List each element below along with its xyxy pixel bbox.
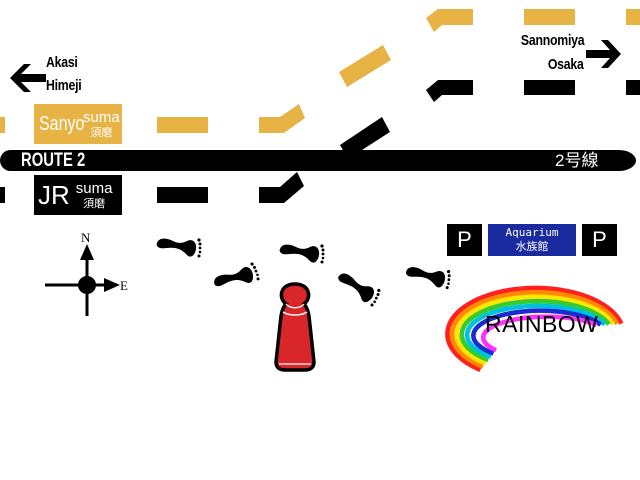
rainbow-band	[471, 308, 603, 356]
jr-rail-segment	[340, 117, 390, 159]
route-label-jp: 2号線	[555, 151, 599, 170]
station-name-jp: 須磨	[90, 126, 113, 139]
rainbow-band	[464, 303, 607, 359]
sanyo-rail-segment	[524, 9, 575, 25]
sanyo-rail-segment	[0, 117, 5, 133]
station-name-en: suma	[83, 108, 120, 126]
aquarium-name-en: Aquarium	[505, 226, 559, 239]
footprint-icon	[212, 261, 261, 297]
jr-rail-segment	[157, 187, 208, 203]
jr-station-name: suma 須磨	[76, 181, 113, 210]
sanyo-station-name: suma 須磨	[83, 110, 120, 139]
direction-west-line2: Himeji	[46, 77, 82, 94]
compass-icon	[45, 244, 120, 316]
route-label-en: ROUTE 2	[21, 150, 86, 171]
sanyo-rail-segment	[157, 117, 208, 133]
direction-east-line1: Sannomiya	[520, 32, 585, 49]
jr-railway	[0, 80, 640, 203]
parking-sign-left[interactable]: P	[447, 224, 482, 256]
jr-rail-segment	[626, 80, 640, 95]
rainbow-band	[480, 314, 598, 353]
compass-east-label: E	[120, 278, 128, 293]
route-2-road	[0, 150, 636, 171]
jr-suma-station-sign[interactable]: JR suma 須磨	[34, 175, 122, 215]
jr-rail-segment	[426, 80, 473, 102]
sanyo-rail-segment	[426, 9, 473, 32]
jr-rail-segment	[524, 80, 575, 95]
arrow-right-icon	[586, 40, 621, 68]
sanyo-suma-station-sign[interactable]: Sanyo suma 須磨	[34, 104, 122, 144]
rainbow-icon	[445, 285, 624, 373]
sanyo-rail-segment	[259, 104, 305, 133]
aquarium-sign[interactable]: Aquarium 水族館	[488, 224, 576, 256]
aquarium-name-jp: 水族館	[515, 241, 549, 253]
jr-rail-segment	[259, 172, 304, 203]
rainbow-landmark-label: RAINBOW	[485, 311, 599, 337]
parking-sign-right[interactable]: P	[582, 224, 617, 256]
sanyo-railway	[0, 9, 640, 133]
jr-rail-segment	[0, 187, 5, 203]
sanyo-rail-segment	[626, 9, 640, 25]
jr-line-label: JR	[38, 180, 70, 210]
compass-north-label: N	[81, 230, 91, 245]
arrow-left-icon	[10, 64, 46, 92]
station-name-en: suma	[75, 179, 113, 197]
sanyo-rail-segment	[339, 45, 391, 87]
rainbow-band	[459, 298, 611, 363]
footprint-icon	[279, 244, 325, 264]
rainbow-band	[445, 285, 624, 373]
direction-east-line2: Osaka	[548, 56, 584, 73]
footprint-icon	[332, 271, 382, 308]
rainbow-band	[454, 294, 615, 366]
footprint-icon	[156, 238, 202, 258]
rainbow-band	[449, 290, 620, 369]
station-name-jp: 須磨	[83, 197, 106, 210]
player-piece-icon[interactable]	[272, 282, 322, 374]
direction-west-line1: Akasi	[46, 54, 78, 71]
